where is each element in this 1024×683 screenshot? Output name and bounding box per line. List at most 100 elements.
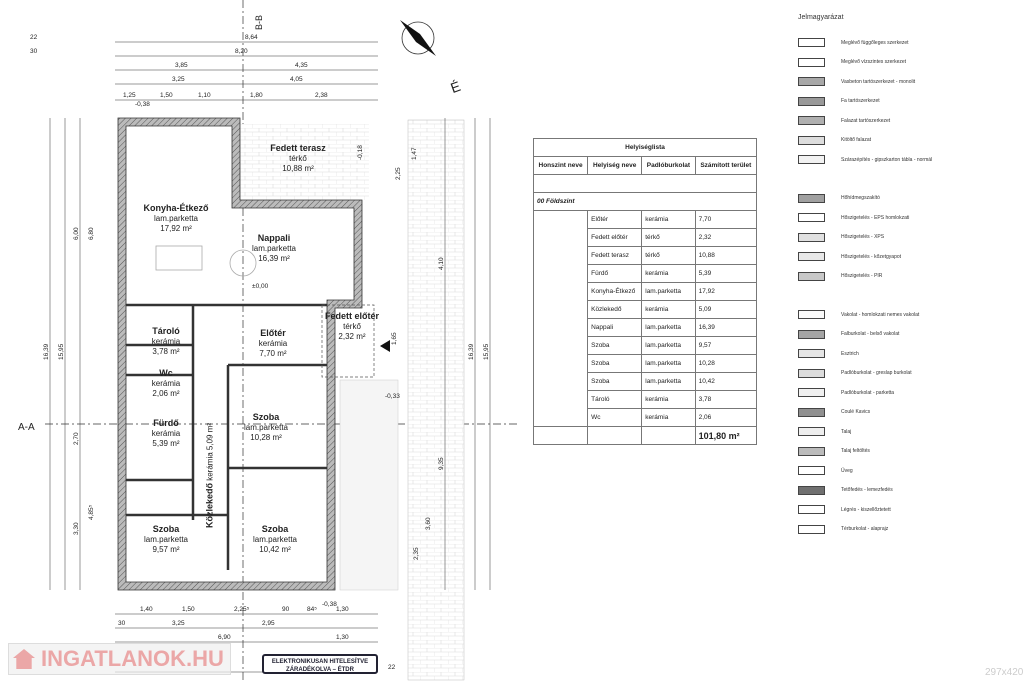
legend-label: Hőszigetelés - kőzetgyapot xyxy=(841,253,902,260)
room-floor: lam.parketta xyxy=(243,423,289,432)
dim-text: 1,50 xyxy=(182,606,195,613)
dim-text: 1,80 xyxy=(250,92,263,99)
room-name-cell: Szoba xyxy=(587,336,643,355)
room-name-cell: Szoba xyxy=(587,354,643,373)
room-floor: kerámia xyxy=(151,429,181,438)
legend-item: Padlóburkolat - greslap burkolat xyxy=(798,364,1018,384)
dim-text: 1,50 xyxy=(160,92,173,99)
dim-text: 8,20 xyxy=(235,48,248,55)
legend-label: Talaj feltöltés xyxy=(841,448,870,455)
legend-item: Kitöltő falazat xyxy=(798,131,1018,151)
dim-text: 4,35 xyxy=(295,62,308,69)
room-name-cell: Fürdő xyxy=(587,264,643,283)
room-floor: kerámia xyxy=(151,379,181,388)
legend-swatch xyxy=(798,466,825,476)
room-area: 10,88 m² xyxy=(282,164,314,173)
dim-text: 1,10 xyxy=(198,92,211,99)
floor-cell: kerámia xyxy=(641,264,696,283)
empty-cell xyxy=(641,426,696,445)
dim-text: 8,64 xyxy=(245,34,258,41)
room-name: Szoba xyxy=(152,524,180,534)
area-cell: 16,39 xyxy=(694,318,758,337)
dim-text: 6,80 xyxy=(88,227,95,240)
floor-cell: lam.parketta xyxy=(641,336,696,355)
legend-swatch xyxy=(798,135,825,145)
room-name-cell: Tároló xyxy=(587,390,643,409)
room-floor: lam.parketta xyxy=(143,535,189,544)
column-header: Számított terület xyxy=(694,156,758,175)
legend-item: Üveg xyxy=(798,461,1018,481)
house-icon xyxy=(13,649,35,669)
room-floor: kerámia xyxy=(151,337,181,346)
dim-text: 1,25 xyxy=(123,92,136,99)
gravel-strip xyxy=(339,379,399,591)
legend-label: Kitöltő falazat xyxy=(841,137,872,144)
room-floor: térkő xyxy=(343,322,361,331)
interior-walls xyxy=(126,303,327,570)
legend-item: Coulé Kavics xyxy=(798,403,1018,423)
room-area: 10,42 m² xyxy=(259,545,291,554)
room-name-cell: Közlekedő xyxy=(587,300,643,319)
legend-swatch xyxy=(798,427,825,437)
legend-swatch xyxy=(798,232,825,242)
room-area: 2,32 m² xyxy=(338,332,366,341)
area-cell: 10,42 xyxy=(694,372,758,391)
legend-label: Hőhídmegszakító xyxy=(841,195,880,202)
legend-item: Vasbeton tartószerkezet - monolit xyxy=(798,72,1018,92)
dim-text: 15,95 xyxy=(483,343,490,360)
level-mark: ±0,00 xyxy=(252,283,269,290)
level-cell xyxy=(532,390,589,409)
legend-item: Térburkolat - alaprajz xyxy=(798,520,1018,540)
legend-swatch xyxy=(798,271,825,281)
area-cell: 10,88 xyxy=(694,246,758,265)
room-list-table: Helyiséglista Honszint neve Helyiség nev… xyxy=(532,138,758,445)
legend-item: Esztrich xyxy=(798,344,1018,364)
level-cell xyxy=(532,318,589,337)
legend-item: Légrés - kiszellőztetett xyxy=(798,500,1018,520)
legend-label: Esztrich xyxy=(841,350,859,357)
area-cell: 10,28 xyxy=(694,354,758,373)
legend-label: Coulé Kavics xyxy=(841,409,871,416)
level-cell xyxy=(532,282,589,301)
area-cell: 2,06 xyxy=(694,408,758,427)
room-name: Nappali xyxy=(257,233,291,243)
legend-swatch xyxy=(798,349,825,359)
legend-label: Falazat tartószerkezet xyxy=(841,117,891,124)
room-name: Előtér xyxy=(260,328,286,338)
room-name-cell: Konyha-Étkező xyxy=(587,282,643,301)
legend-label: Légrés - kiszellőztetett xyxy=(841,506,891,513)
dim-text: 1,47 xyxy=(411,147,418,160)
area-cell: 17,92 xyxy=(694,282,758,301)
room-name-cell: Fedett előtér xyxy=(587,228,643,247)
area-cell: 2,32 xyxy=(694,228,758,247)
floor-cell: kerámia xyxy=(641,300,696,319)
legend-item: Hőszigetelés - kőzetgyapot xyxy=(798,247,1018,267)
legend-label: Padlóburkolat - greslap burkolat xyxy=(841,370,912,377)
room-area: 17,92 m² xyxy=(160,224,192,233)
dim-text: 6,00 xyxy=(73,227,80,240)
section-label-b: B-B xyxy=(254,15,264,30)
room-area: 2,06 m² xyxy=(152,389,180,398)
room-name-cell: Előtér xyxy=(587,210,643,229)
level-mark: -0,38 xyxy=(322,601,337,608)
legend-item: Falburkolat - belső vakolat xyxy=(798,325,1018,345)
legend-swatch xyxy=(798,446,825,456)
area-cell: 7,70 xyxy=(694,210,758,229)
room-floor: térkő xyxy=(289,154,307,163)
entrance-arrow-icon xyxy=(380,340,390,352)
total-area: 101,80 m² xyxy=(694,426,758,445)
room-area: 7,70 m² xyxy=(259,349,287,358)
legend-swatch xyxy=(798,77,825,87)
room-area: 5,39 m² xyxy=(152,439,180,448)
stamp-line: ELEKTRONIKUSAN HITELESÍTVE xyxy=(271,659,369,665)
legend-item: Hőszigetelés - XPS xyxy=(798,228,1018,248)
